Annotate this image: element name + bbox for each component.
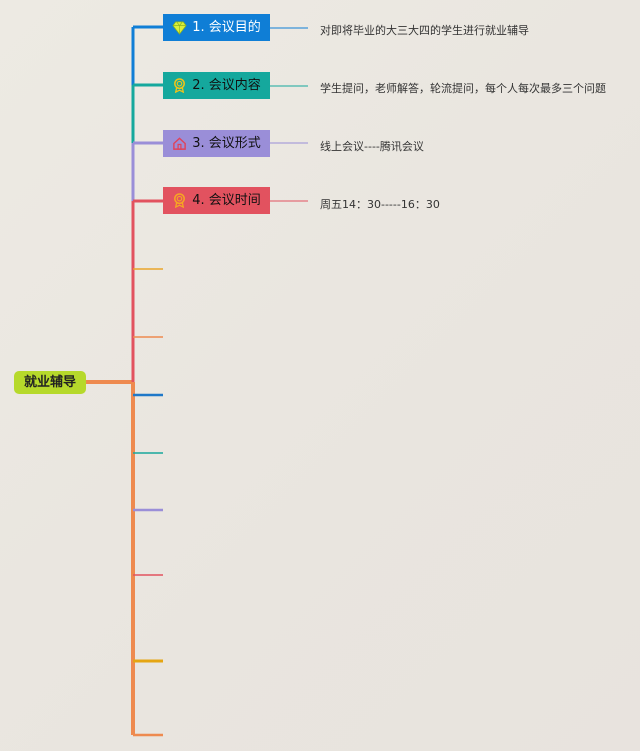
topic-meeting-format[interactable]: 3. 会议形式 — [163, 130, 270, 157]
note-meeting-time[interactable]: 周五14：30-----16：30 — [320, 198, 440, 211]
topic-meeting-content[interactable]: 2. 会议内容 — [163, 72, 270, 99]
note-meeting-purpose[interactable]: 对即将毕业的大三大四的学生进行就业辅导 — [320, 24, 529, 37]
topic-label: 1. 会议目的 — [192, 20, 261, 35]
award-ribbon-icon — [174, 78, 186, 93]
award-ribbon-icon — [174, 193, 186, 208]
topic-label: 3. 会议形式 — [192, 136, 261, 151]
root-topic[interactable]: 就业辅导 — [14, 371, 86, 394]
note-meeting-format[interactable]: 线上会议----腾讯会议 — [320, 140, 424, 153]
topic-meeting-purpose[interactable]: 1. 会议目的 — [163, 14, 270, 41]
topic-label: 2. 会议内容 — [192, 78, 261, 93]
home-icon — [173, 137, 187, 150]
topic-label: 4. 会议时间 — [192, 193, 261, 208]
topic-meeting-time[interactable]: 4. 会议时间 — [163, 187, 270, 214]
note-meeting-content[interactable]: 学生提问，老师解答，轮流提问，每个人每次最多三个问题 — [320, 82, 606, 95]
diamond-icon — [172, 21, 187, 35]
